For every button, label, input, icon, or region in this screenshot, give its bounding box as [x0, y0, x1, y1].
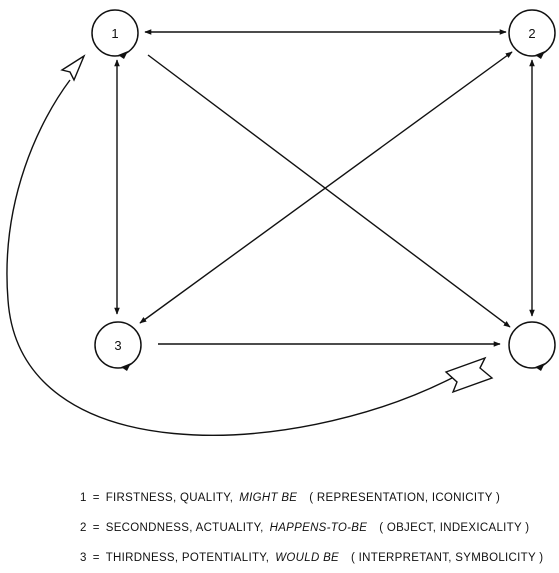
- legend-row-1: 1 = FIRSTNESS, QUALITY, MIGHT BE ( REPRESENT…: [80, 492, 550, 504]
- node-2: 2: [508, 9, 556, 57]
- legend-1-terms: FIRSTNESS, QUALITY,: [105, 492, 234, 504]
- node-1-label: 1: [111, 26, 118, 41]
- self-loop-arrowhead-4: [535, 363, 545, 371]
- node-4: [508, 321, 556, 369]
- legend-row-3: 3 = THIRDNESS, POTENTIALITY, WOULD BE ( INTE…: [80, 552, 550, 564]
- legend-1-number: 1: [80, 492, 87, 504]
- node-2-label: 2: [528, 26, 535, 41]
- legend-2-equals: =: [92, 522, 100, 534]
- legend-2-modality: HAPPENS-TO-BE: [269, 522, 368, 534]
- edge-1-4: [147, 54, 511, 328]
- edge-2-3: [139, 51, 513, 324]
- legend-1-equals: =: [92, 492, 100, 504]
- return-curve: [6, 79, 453, 436]
- legend-3-equals: =: [92, 552, 100, 564]
- legend-1-paren: ( REPRESENTATION, ICONICITY ): [309, 492, 501, 504]
- legend-3-number: 3: [80, 552, 87, 564]
- legend-2-paren: ( OBJECT, INDEXICALITY ): [379, 522, 530, 534]
- return-curve-tail: [444, 356, 494, 394]
- node-3-label: 3: [114, 338, 121, 353]
- legend-row-2: 2 = SECONDNESS, ACTUALITY, HAPPENS-TO-BE ( O…: [80, 522, 550, 534]
- legend-2-number: 2: [80, 522, 87, 534]
- node-1: 1: [91, 9, 139, 57]
- self-loop-arrowhead-1: [118, 51, 128, 59]
- legend-1-modality: MIGHT BE: [239, 492, 298, 504]
- legend-3-terms: THIRDNESS, POTENTIALITY,: [105, 552, 270, 564]
- node-3: 3: [94, 321, 142, 369]
- self-loop-arrowhead-2: [535, 51, 545, 59]
- return-curve-arrowhead: [60, 54, 86, 82]
- legend-3-paren: ( INTERPRETANT, SYMBOLICITY ): [351, 552, 544, 564]
- legend-2-terms: SECONDNESS, ACTUALITY,: [105, 522, 264, 534]
- peirce-categories-diagram: 1 2 3: [6, 9, 556, 436]
- self-loop-arrowhead-3: [121, 363, 131, 371]
- legend-3-modality: WOULD BE: [275, 552, 340, 564]
